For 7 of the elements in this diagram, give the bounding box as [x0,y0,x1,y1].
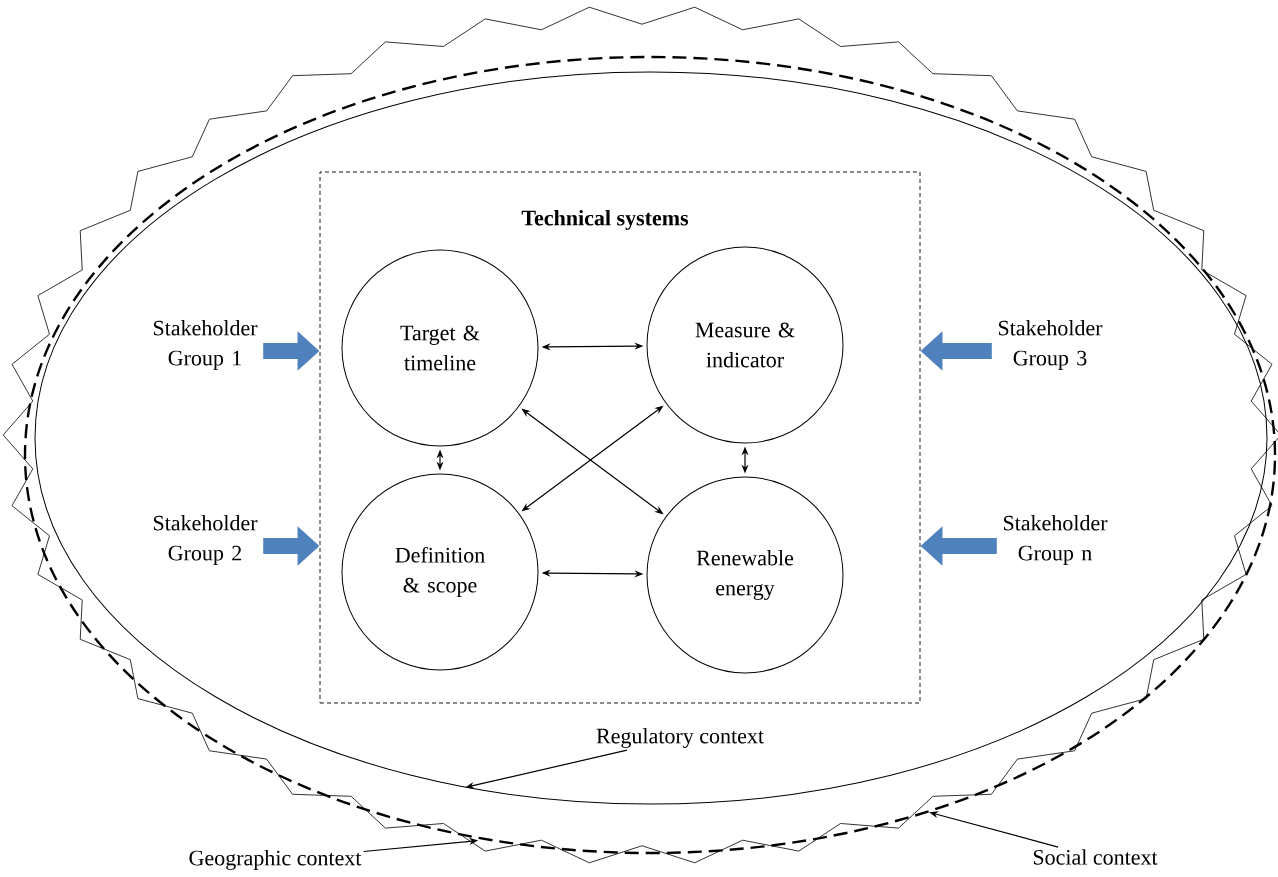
stakeholder-label: Stakeholder Group 3 [998,320,1103,370]
stakeholder-label: Stakeholder Group 1 [153,320,258,370]
context-label: Regulatory context [596,728,764,748]
context-label: Geographic context [189,850,362,870]
stakeholder-label: Stakeholder Group n [1003,515,1108,565]
context-label: Social context [1033,849,1158,865]
stakeholder-label: Stakeholder Group 2 [153,515,258,565]
